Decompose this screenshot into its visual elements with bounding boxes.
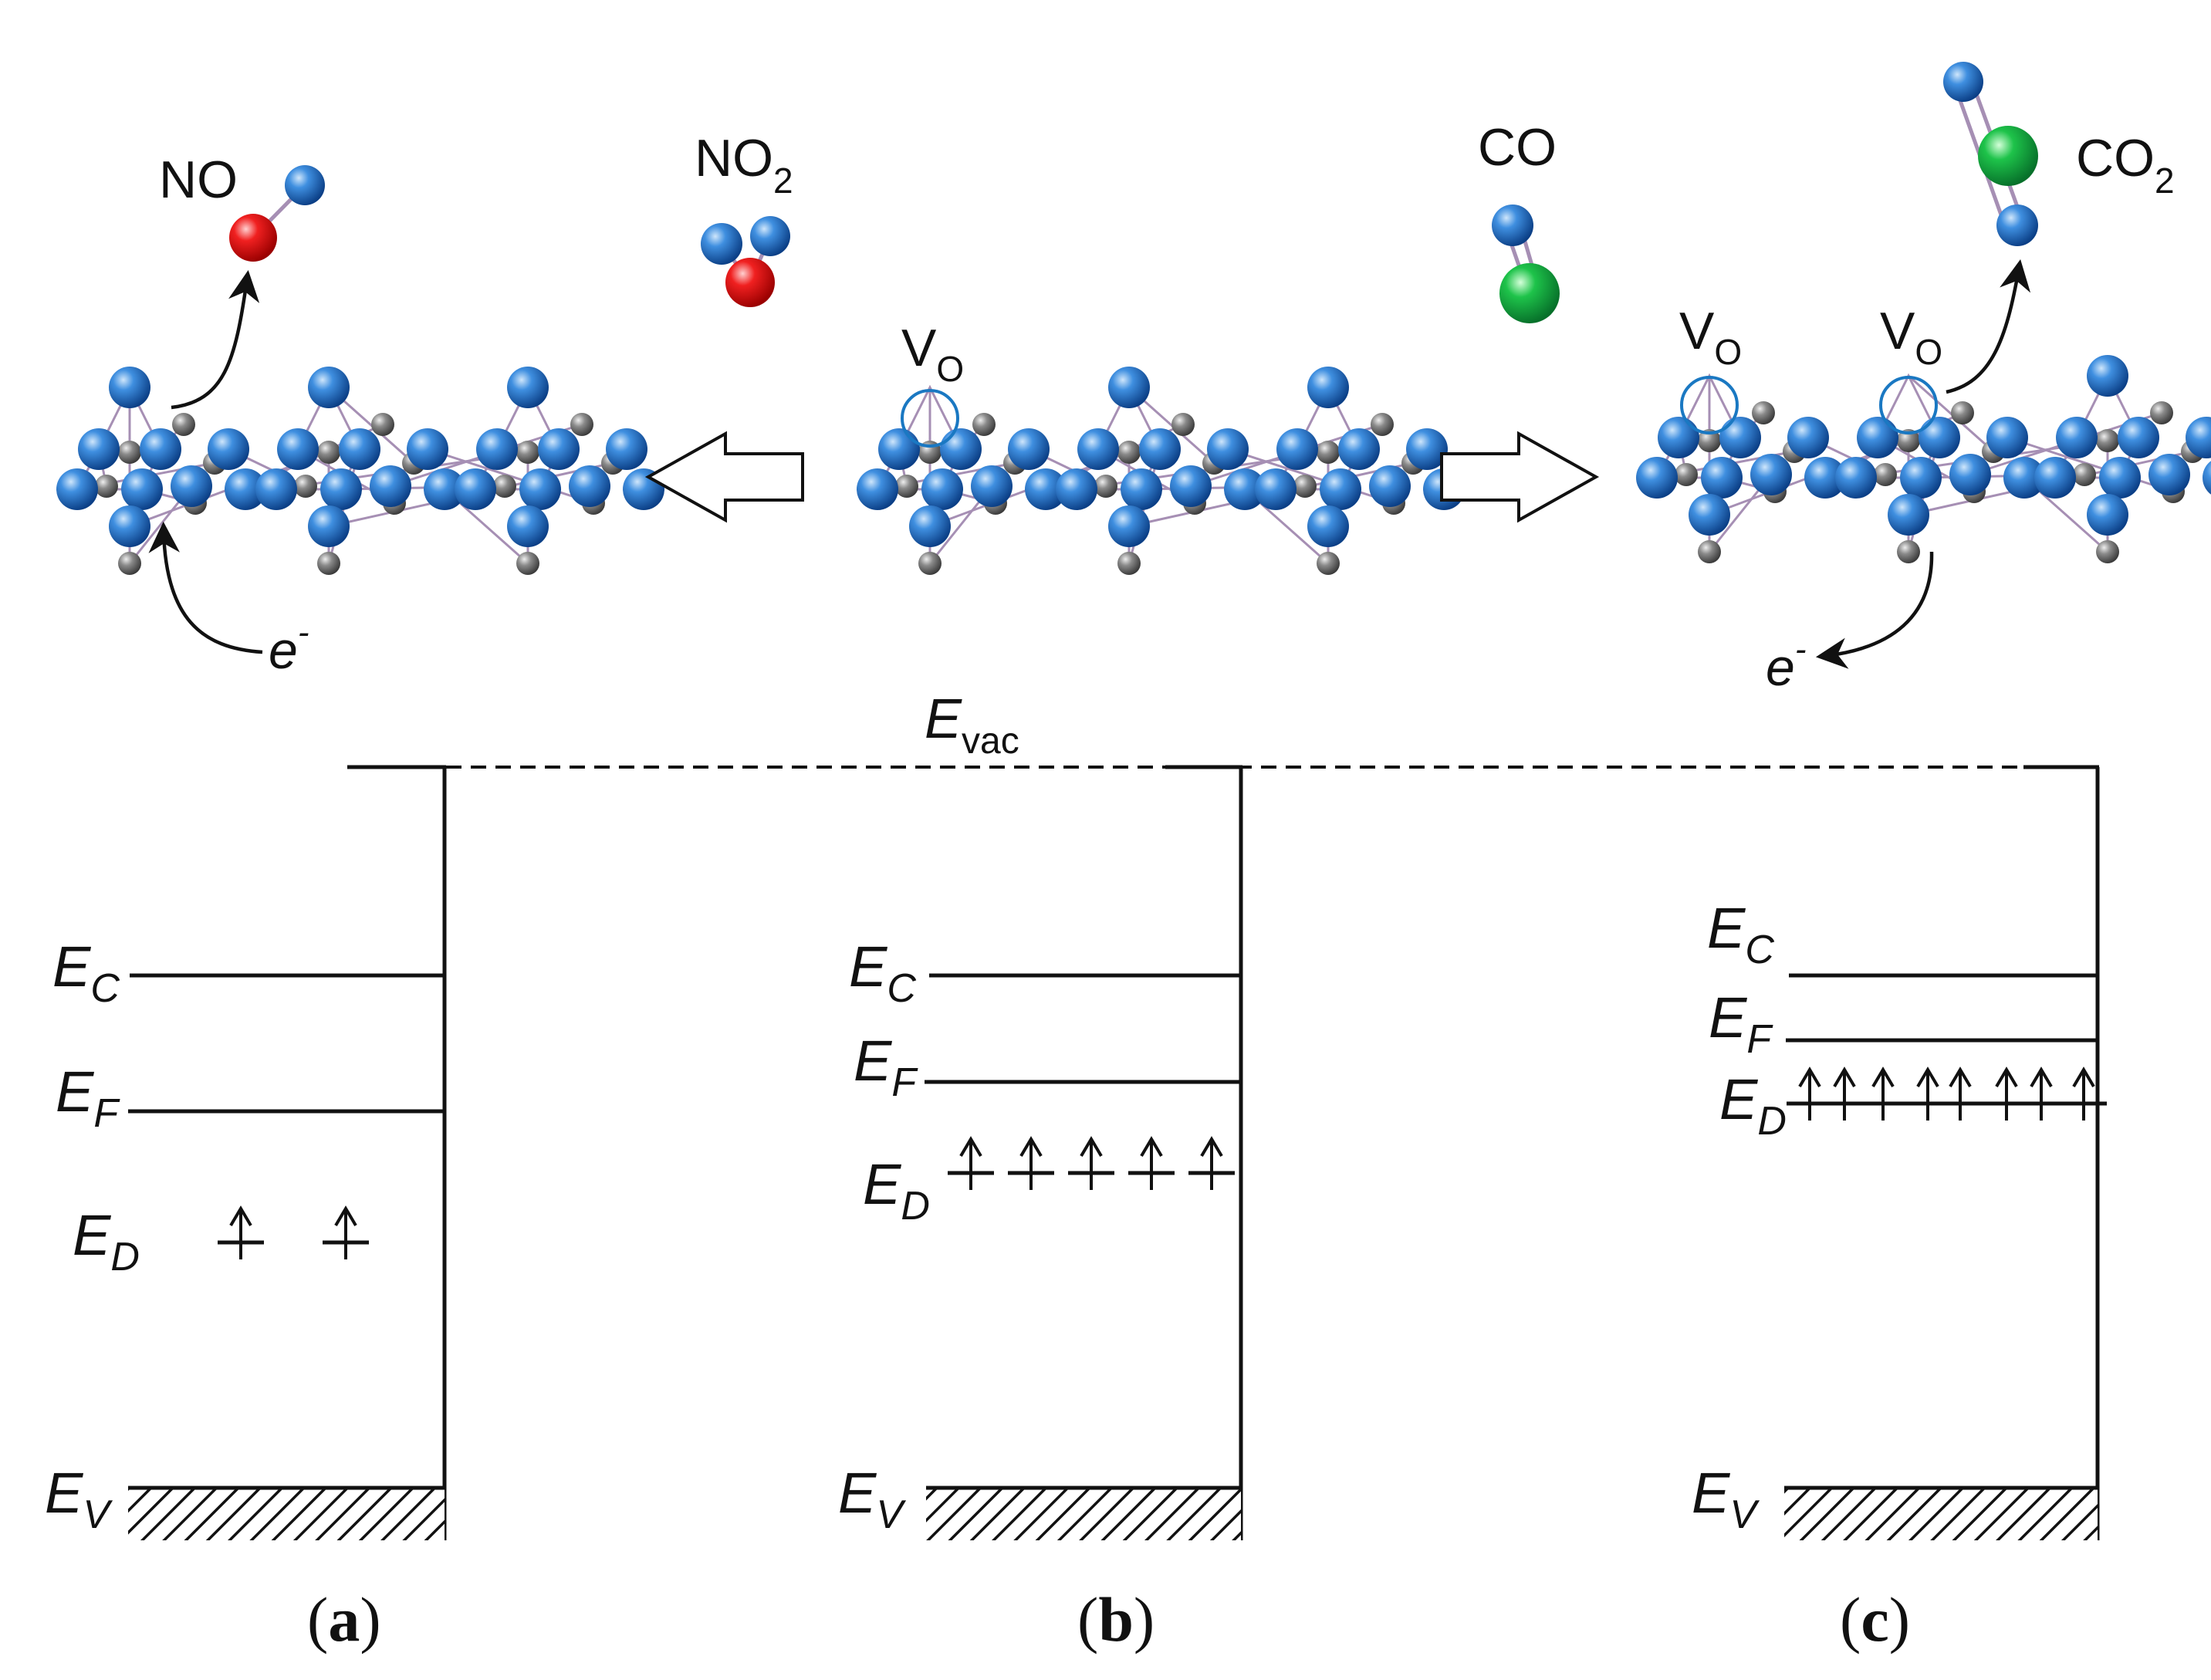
no2-label: NO2 [695, 129, 793, 201]
lattice-slab-b [857, 367, 1465, 575]
ef-label-a: EF [56, 1060, 120, 1136]
vacuum-level-label: Evac [925, 688, 1019, 762]
panel-label-a: (a) [307, 1584, 381, 1655]
vacancy-label-c1: VO [1679, 302, 1742, 372]
ed-label-a: ED [73, 1203, 140, 1279]
electron-uptake-arrow [148, 521, 263, 654]
vacancy-label-c2: VO [1880, 302, 1942, 372]
co-molecule [1492, 205, 1560, 323]
vacancy-ring-c2 [1879, 376, 1938, 434]
electron-release-arrow [1815, 551, 1934, 669]
co2-molecule [1943, 62, 2038, 246]
ec-label-a: EC [52, 935, 120, 1011]
band-diagram-a: EC EF ED EV [45, 765, 447, 1540]
donor-states-b [948, 1136, 1235, 1190]
ef-label-b: EF [854, 1029, 918, 1105]
ev-label-b: EV [838, 1461, 906, 1537]
panel-label-b: (b) [1077, 1584, 1155, 1655]
valence-band-a [128, 1488, 445, 1540]
donor-states-a [218, 1205, 369, 1259]
vacancy-ring-b [901, 389, 959, 448]
left-block-arrow [644, 431, 804, 523]
co-label: CO [1478, 118, 1557, 177]
lattice-slab-c [1636, 355, 2211, 563]
ed-label-c: ED [1719, 1067, 1787, 1144]
donor-states-c [1787, 1066, 2107, 1121]
ev-label-a: EV [45, 1461, 113, 1537]
ec-label-b: EC [849, 935, 916, 1011]
valence-band-c [1784, 1488, 2098, 1540]
electron-label-left: e- [269, 614, 309, 680]
no2-molecule [701, 216, 790, 307]
no-molecule [229, 165, 325, 262]
no-label: NO [159, 150, 238, 209]
ev-label-c: EV [1692, 1461, 1760, 1537]
ef-label-c: EF [1709, 985, 1773, 1062]
co2-release-arrow [1946, 259, 2031, 394]
vacancy-ring-c1 [1680, 376, 1739, 434]
band-diagram-c: EC EF ED EV [1692, 765, 2107, 1540]
ec-label-c: EC [1707, 896, 1774, 972]
ed-label-b: ED [863, 1152, 930, 1229]
lattice-slab-a [56, 367, 664, 575]
panel-label-c: (c) [1840, 1584, 1910, 1655]
valence-band-b [926, 1488, 1241, 1540]
right-block-arrow [1440, 431, 1600, 523]
co2-label: CO2 [2076, 129, 2175, 201]
no-release-arrow [171, 269, 260, 410]
vacancy-label-b: VO [901, 319, 964, 389]
electron-label-right: e- [1766, 630, 1806, 697]
band-diagram-b: EC EF ED EV [838, 765, 1243, 1540]
